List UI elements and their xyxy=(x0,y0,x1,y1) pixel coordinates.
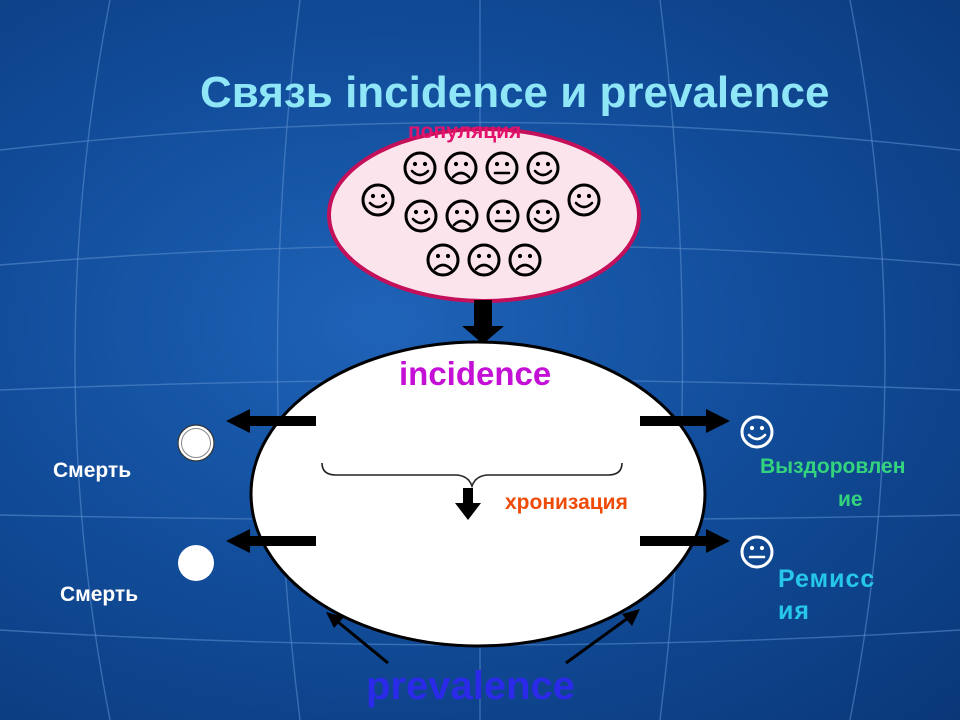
chronization-brace xyxy=(321,462,623,489)
population-label: популяция xyxy=(408,120,522,143)
chronization-label: хронизация xyxy=(505,491,628,514)
chronization-arrow xyxy=(455,488,481,520)
outlined-circle-icon xyxy=(177,424,215,462)
happy-face-icon xyxy=(740,415,774,449)
neutral-face-icon xyxy=(740,535,774,569)
prevalence-arrow-left xyxy=(326,612,389,665)
remission-label-line2: ия xyxy=(778,597,810,625)
recovery-label-line1: Выздоровлен xyxy=(760,455,906,478)
prevalence-arrow-right xyxy=(565,609,640,665)
death-label-bottom: Смерть xyxy=(60,583,139,606)
population-to-incidence-arrow xyxy=(462,300,504,344)
page-title: Связь incidence и prevalence xyxy=(200,68,830,117)
disease-ellipse xyxy=(249,340,707,648)
recovery-label-line2: ие xyxy=(838,488,863,511)
filled-circle-icon xyxy=(178,545,214,581)
death-label-top: Смерть xyxy=(53,459,132,482)
death-arrow-bottom xyxy=(226,529,316,553)
remission-arrow xyxy=(640,529,730,553)
incidence-label: incidence xyxy=(399,355,552,392)
remission-label-line1: Ремисс xyxy=(778,565,876,593)
prevalence-label: prevalence xyxy=(366,664,576,708)
recovery-arrow xyxy=(640,409,730,433)
death-arrow-top xyxy=(226,409,316,433)
